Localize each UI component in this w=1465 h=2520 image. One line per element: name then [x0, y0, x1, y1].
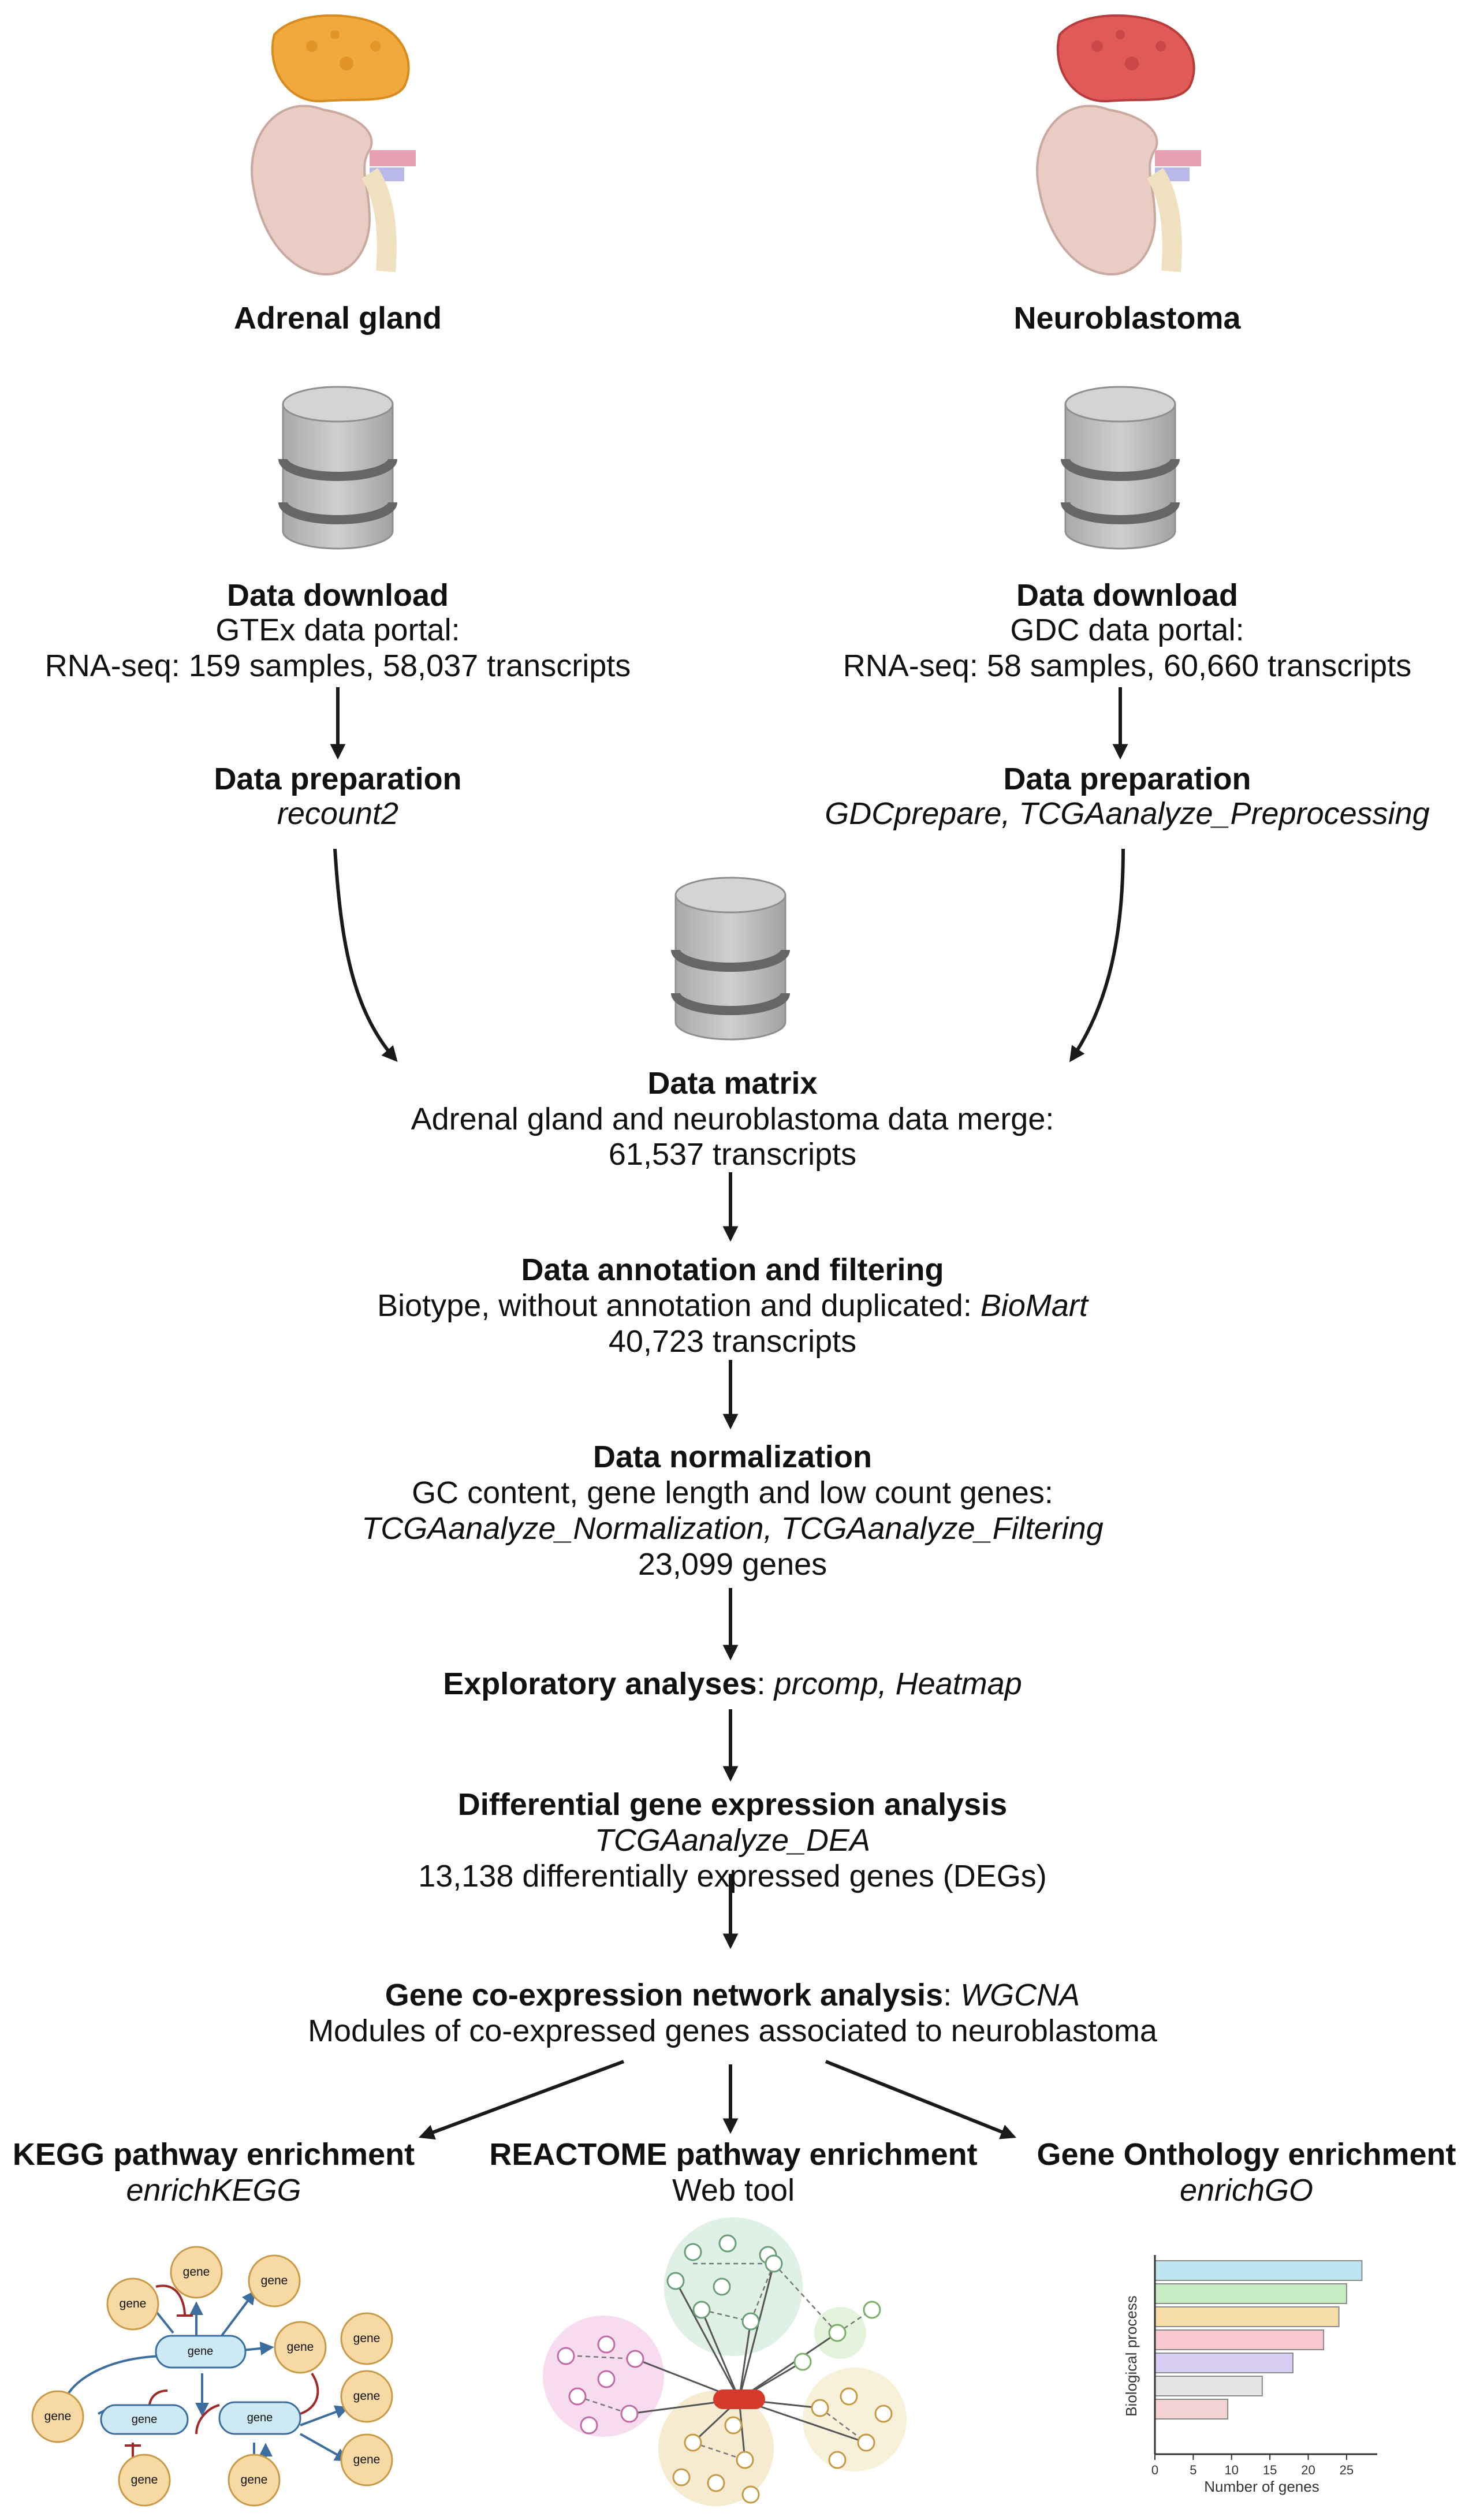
chart-bar [1154, 2306, 1340, 2327]
kegg-pathway-illustration [31, 2246, 393, 2507]
annotation-line1: Biotype, without annotation and duplicat… [0, 1288, 1465, 1324]
go-bar-chart: 0 5 10 15 20 25 Number of genes Biological pr… [1123, 2255, 1377, 2495]
gene-node-label: gene [353, 2389, 381, 2403]
gene-node [106, 2277, 159, 2331]
gene-node [340, 2433, 393, 2487]
chart-bar [1154, 2376, 1263, 2396]
flow-arrow [1069, 848, 1125, 1063]
gene-node [340, 2370, 393, 2423]
chart-x-tick-label: 5 [1190, 2463, 1196, 2477]
flow-arrow [333, 848, 398, 1063]
go-tool: enrichGO [1179, 2173, 1314, 2208]
kegg-title: KEGG pathway enrichment [12, 2137, 415, 2172]
chart-x-axis-label: Number of genes [1204, 2478, 1319, 2495]
matrix-line1: Adrenal gland and neuroblastoma data mer… [411, 1102, 1054, 1136]
flow-arrow [418, 2060, 625, 2140]
dea-title: Differential gene expression analysis [457, 1787, 1008, 1822]
gene-node [170, 2246, 223, 2299]
exploratory-tools: prcomp, Heatmap [774, 1667, 1022, 1701]
neuro-title: Neuroblastoma [1013, 301, 1241, 335]
dea-line2: 13,138 differentially expressed genes (D… [418, 1859, 1047, 1893]
gene-node-label: gene [131, 2473, 158, 2487]
normalization-tools: TCGAanalyze_Normalization, TCGAanalyze_F… [361, 1511, 1104, 1546]
adrenal-prep-tool: recount2 [277, 796, 399, 831]
wgcna-tool: WGCNA [960, 1978, 1080, 2012]
chart-bar [1154, 2399, 1229, 2420]
adrenal-portal: GTEx data portal: [215, 613, 460, 647]
gene-node-label: gene [353, 2453, 381, 2466]
gene-node-label: gene [119, 2297, 147, 2310]
wgcna-line1: Gene co-expression network analysis: WGC… [0, 1977, 1465, 2013]
gene-node [118, 2454, 171, 2507]
exploratory-title: Exploratory analyses [443, 1667, 757, 1701]
gene-node [340, 2312, 393, 2365]
hub-node [713, 2389, 765, 2409]
kegg-tool: enrichKEGG [126, 2173, 301, 2208]
annotation-title: Data annotation and filtering [521, 1252, 944, 1287]
flow-arrow [825, 2060, 1017, 2139]
database-icon [278, 386, 397, 550]
chart-x-tick-label: 10 [1225, 2463, 1239, 2477]
separator: : [943, 1978, 961, 2012]
database-icon [1061, 386, 1180, 550]
normalization-line1: GC content, gene length and low count ge… [412, 1475, 1053, 1510]
chart-x-tick-label: 15 [1263, 2463, 1277, 2477]
annotation-description: Biotype, without annotation and duplicat… [377, 1288, 981, 1323]
exploratory-line: Exploratory analyses: prcomp, Heatmap [0, 1666, 1465, 1702]
adrenal-rnaseq: RNA-seq: 159 samples, 58,037 transcripts [44, 648, 631, 683]
neuro-download-title: Data download [1016, 578, 1238, 613]
matrix-title: Data matrix [647, 1066, 818, 1101]
wgcna-title: Gene co-expression network analysis [385, 1978, 944, 2012]
gene-node-label: gene [353, 2332, 381, 2345]
chart-bar [1154, 2260, 1363, 2281]
database-icon [671, 877, 790, 1041]
neuroblastoma-kidney-illustration [1036, 14, 1201, 276]
neuro-prep-title: Data preparation [1003, 762, 1251, 796]
gene-node [274, 2321, 327, 2374]
normalization-title: Data normalization [592, 1440, 873, 1474]
wgcna-line2: Modules of co-expressed genes associated… [308, 2014, 1157, 2048]
protein-node [100, 2404, 189, 2435]
reactome-network-illustration [543, 2217, 907, 2506]
go-title: Gene Onthology enrichment [1037, 2137, 1456, 2172]
gene-node-label: gene [260, 2274, 288, 2287]
gene-node-label: gene [44, 2410, 72, 2423]
chart-bar [1154, 2329, 1325, 2350]
reactome-tool: Web tool [672, 2173, 795, 2208]
gene-node [248, 2254, 301, 2307]
gene-node [228, 2454, 281, 2507]
normalization-line2: 23,099 genes [638, 1547, 827, 1582]
neuro-portal: GDC data portal: [1010, 613, 1244, 647]
annotation-line2: 40,723 transcripts [608, 1324, 857, 1359]
chart-y-axis-label: Biological process [1123, 2295, 1140, 2417]
chart-x-tick-label: 25 [1340, 2463, 1354, 2477]
gene-node-label: gene [286, 2340, 314, 2354]
protein-node [155, 2335, 247, 2369]
matrix-line2: 61,537 transcripts [608, 1137, 857, 1172]
chart-bar [1154, 2353, 1293, 2373]
gene-node-label: gene [182, 2265, 210, 2279]
neuro-rnaseq: RNA-seq: 58 samples, 60,660 transcripts [843, 648, 1412, 683]
separator: : [756, 1667, 774, 1701]
chart-bar [1154, 2283, 1347, 2304]
adrenal-title: Adrenal gland [233, 301, 442, 335]
protein-node-label: gene [187, 2345, 214, 2358]
dea-tool: TCGAanalyze_DEA [594, 1823, 871, 1858]
reactome-title: REACTOME pathway enrichment [489, 2137, 978, 2172]
chart-x-tick-label: 0 [1151, 2463, 1158, 2477]
gene-node-label: gene [240, 2473, 268, 2487]
gene-node [31, 2390, 84, 2443]
chart-x-tick-label: 20 [1301, 2463, 1315, 2477]
protein-node-label: gene [131, 2413, 158, 2426]
annotation-tool: BioMart [980, 1288, 1088, 1323]
protein-node [218, 2401, 301, 2435]
adrenal-prep-title: Data preparation [214, 762, 462, 796]
adrenal-kidney-illustration [251, 14, 416, 276]
adrenal-download-title: Data download [226, 578, 449, 613]
neuro-prep-tool: GDCprepare, TCGAanalyze_Preprocessing [825, 796, 1430, 831]
protein-node-label: gene [247, 2411, 273, 2424]
